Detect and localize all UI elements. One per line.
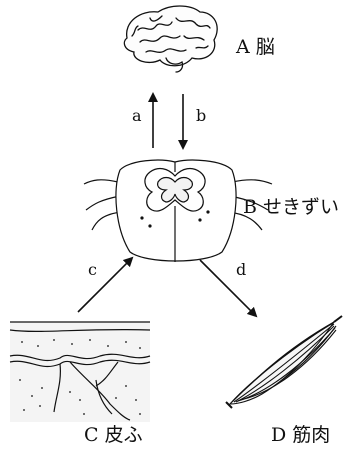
arrow-label-c: c <box>88 262 97 278</box>
arrow-label-a: a <box>132 108 142 124</box>
muscle-illustration <box>226 316 342 408</box>
arrow-d <box>200 260 256 316</box>
label-brain: A 脳 <box>236 38 275 57</box>
arrow-c <box>78 258 132 312</box>
brain-illustration <box>124 6 217 72</box>
label-spinal-cord: B せきずい <box>243 198 339 217</box>
skin-illustration <box>10 322 150 422</box>
arrow-label-d: d <box>236 262 246 278</box>
arrow-label-b: b <box>196 108 206 124</box>
label-skin: C 皮ふ <box>84 426 143 445</box>
label-muscle: D 筋肉 <box>271 426 330 445</box>
